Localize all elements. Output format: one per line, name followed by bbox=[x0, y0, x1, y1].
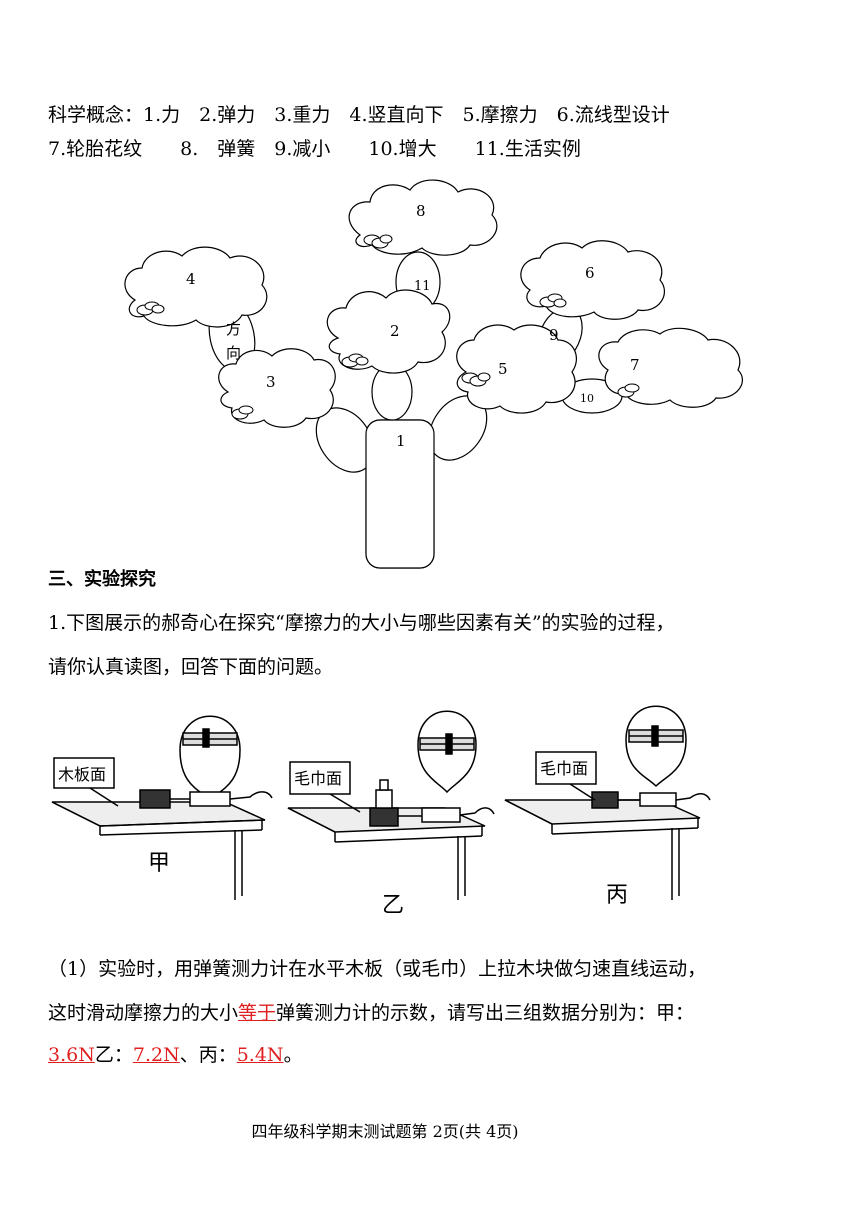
answer-yi-label: 乙： bbox=[94, 1044, 133, 1066]
yi-surface-label: 毛巾面 bbox=[294, 769, 342, 788]
answer-line-1: （1）实验时，用弹簧测力计在水平木板（或毛巾）上拉木块做匀速直线运动， bbox=[48, 958, 707, 980]
concept-list-line-1: 科学概念：1.力 2.弹力 3.重力 4.竖直向下 5.摩擦力 6.流线型设计 bbox=[48, 104, 670, 126]
link-11-label: 11 bbox=[414, 279, 431, 294]
answer-jia-value: 3.6N bbox=[48, 1044, 95, 1066]
cloud-8-label: 8 bbox=[416, 202, 426, 220]
figure-bing-caption: 丙 bbox=[606, 883, 628, 908]
cloud-5-label: 5 bbox=[498, 360, 508, 378]
figure-jia-caption: 甲 bbox=[148, 851, 170, 876]
trunk-label: 1 bbox=[396, 432, 406, 450]
answer-equal: 等于 bbox=[238, 1002, 277, 1024]
figure-jia bbox=[51, 715, 273, 900]
direction-label-1: 方 bbox=[226, 320, 241, 338]
figure-bing bbox=[504, 705, 711, 900]
cloud-5 bbox=[456, 324, 577, 414]
section-3-title: 三、实验探究 bbox=[48, 569, 156, 590]
page-footer: 四年级科学期末测试题第 2页(共 4页) bbox=[0, 1118, 860, 1142]
answer-line-2-suffix: 弹簧测力计的示数，请写出三组数据分别为：甲： bbox=[276, 1002, 695, 1024]
answer-end: 。 bbox=[283, 1044, 303, 1066]
figure-yi-caption: 乙 bbox=[382, 893, 404, 918]
link-9-label: 9 bbox=[549, 326, 559, 344]
answer-separator: 、丙： bbox=[179, 1044, 237, 1066]
figure-yi bbox=[287, 710, 495, 900]
experiment-figures: 木板面 毛巾面 毛巾面 甲 乙 丙 bbox=[51, 705, 711, 918]
answer-line-2: 这时滑动摩擦力的大小等于弹簧测力计的示数，请写出三组数据分别为：甲： bbox=[48, 1004, 694, 1023]
cloud-3-label: 3 bbox=[266, 373, 276, 391]
page-footer-text: 四年级科学期末测试题第 2页(共 4页) bbox=[251, 1122, 519, 1141]
answer-bing-value: 5.4N bbox=[236, 1044, 284, 1066]
concept-tree-diagram: 1 2 3 4 5 6 7 8 9 10 11 方 向 bbox=[124, 179, 744, 569]
bubbles bbox=[136, 234, 640, 420]
cloud-2-label: 2 bbox=[390, 322, 400, 340]
cloud-6-label: 6 bbox=[585, 264, 595, 282]
cloud-7-label: 7 bbox=[630, 356, 640, 374]
answer-line-2-prefix: 这时滑动摩擦力的大小 bbox=[48, 1002, 239, 1024]
question-1-line-2: 请你认真读图，回答下面的问题。 bbox=[48, 656, 334, 678]
answer-yi-value: 7.2N bbox=[132, 1044, 180, 1066]
cloud-4-label: 4 bbox=[186, 270, 196, 288]
link-10-label: 10 bbox=[580, 392, 594, 405]
concept-list-line-2: 7.轮胎花纹 8. 弹簧 9.减小 10.增大 11.生活实例 bbox=[48, 138, 581, 160]
question-1-line-1: 1.下图展示的郝奇心在探究“摩擦力的大小与哪些因素有关”的实验的过程， bbox=[48, 612, 675, 634]
cloud-2 bbox=[326, 289, 451, 374]
answer-line-3: 3.6N乙：7.2N、丙：5.4N。 bbox=[48, 1046, 303, 1065]
bing-surface-label: 毛巾面 bbox=[540, 759, 588, 778]
direction-label-2: 向 bbox=[226, 344, 241, 362]
jia-surface-label: 木板面 bbox=[58, 765, 106, 784]
